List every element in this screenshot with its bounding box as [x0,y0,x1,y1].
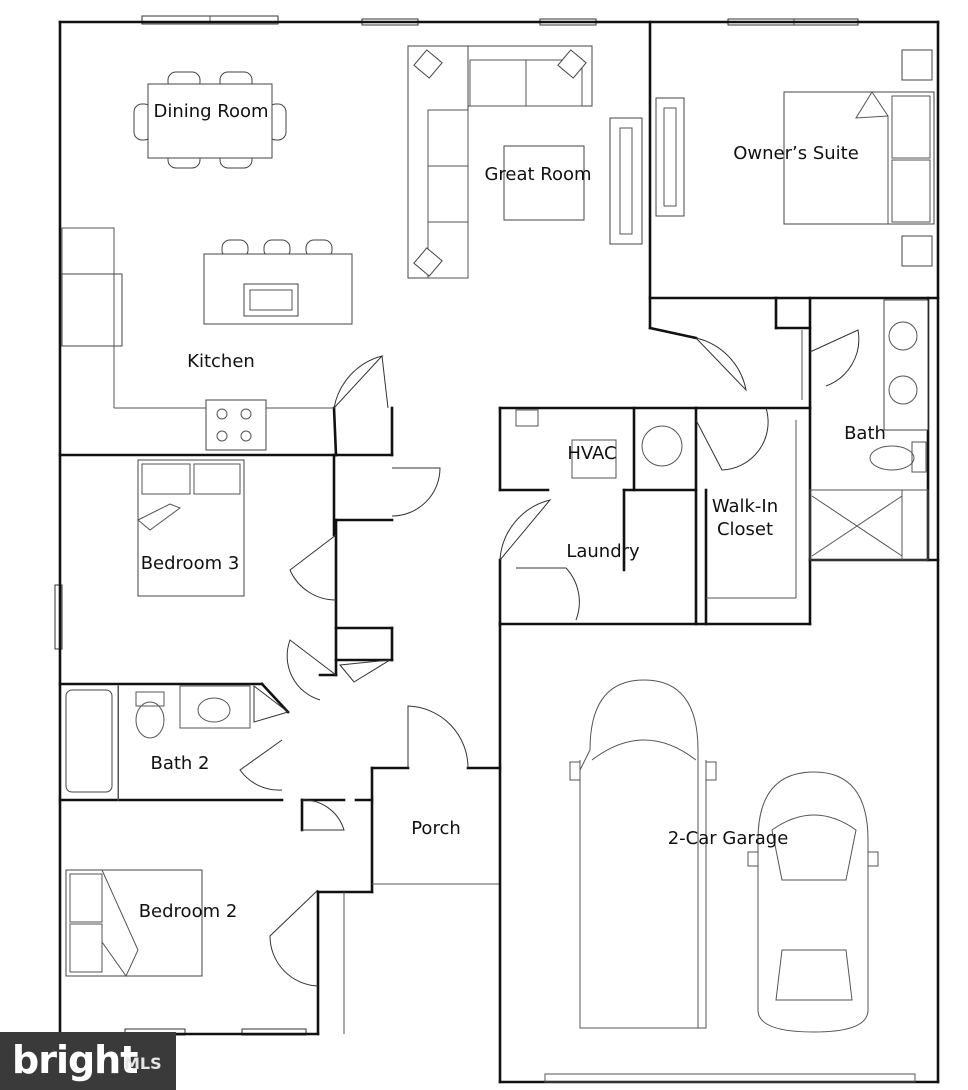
label-dining-room: Dining Room [153,101,268,122]
label-porch: Porch [411,818,461,839]
label-bedroom-3: Bedroom 3 [141,553,240,574]
watermark-logo: bright MLS [0,1032,176,1090]
walls [58,20,940,1084]
label-kitchen: Kitchen [187,351,255,372]
bedroom2-bed [65,869,345,1034]
label-bath: Bath [844,423,886,444]
owners-bed [655,49,935,267]
sectional-sofa [407,45,643,279]
label-garage: 2-Car Garage [668,828,789,849]
label-owners-suite: Owner’s Suite [733,143,859,164]
watermark-suffix: MLS [124,1054,162,1073]
label-bath-2: Bath 2 [150,753,209,774]
label-hvac: HVAC [567,443,616,464]
owners-bath-fixtures [801,299,929,561]
bedroom3-bed [137,459,245,597]
garage-vehicles [569,679,879,1033]
bath2-fixtures [65,685,251,801]
doors [239,329,860,987]
label-laundry: Laundry [566,541,640,562]
watermark-brand: bright [12,1038,138,1082]
label-walk-in-line1: Walk-In [712,496,778,517]
label-walk-in-line2: Closet [717,519,773,540]
label-great-room: Great Room [484,164,591,185]
dining-table [133,71,287,169]
label-bedroom-2: Bedroom 2 [139,901,238,922]
kitchen-fixtures [61,227,353,451]
utility-fixtures [515,409,683,479]
